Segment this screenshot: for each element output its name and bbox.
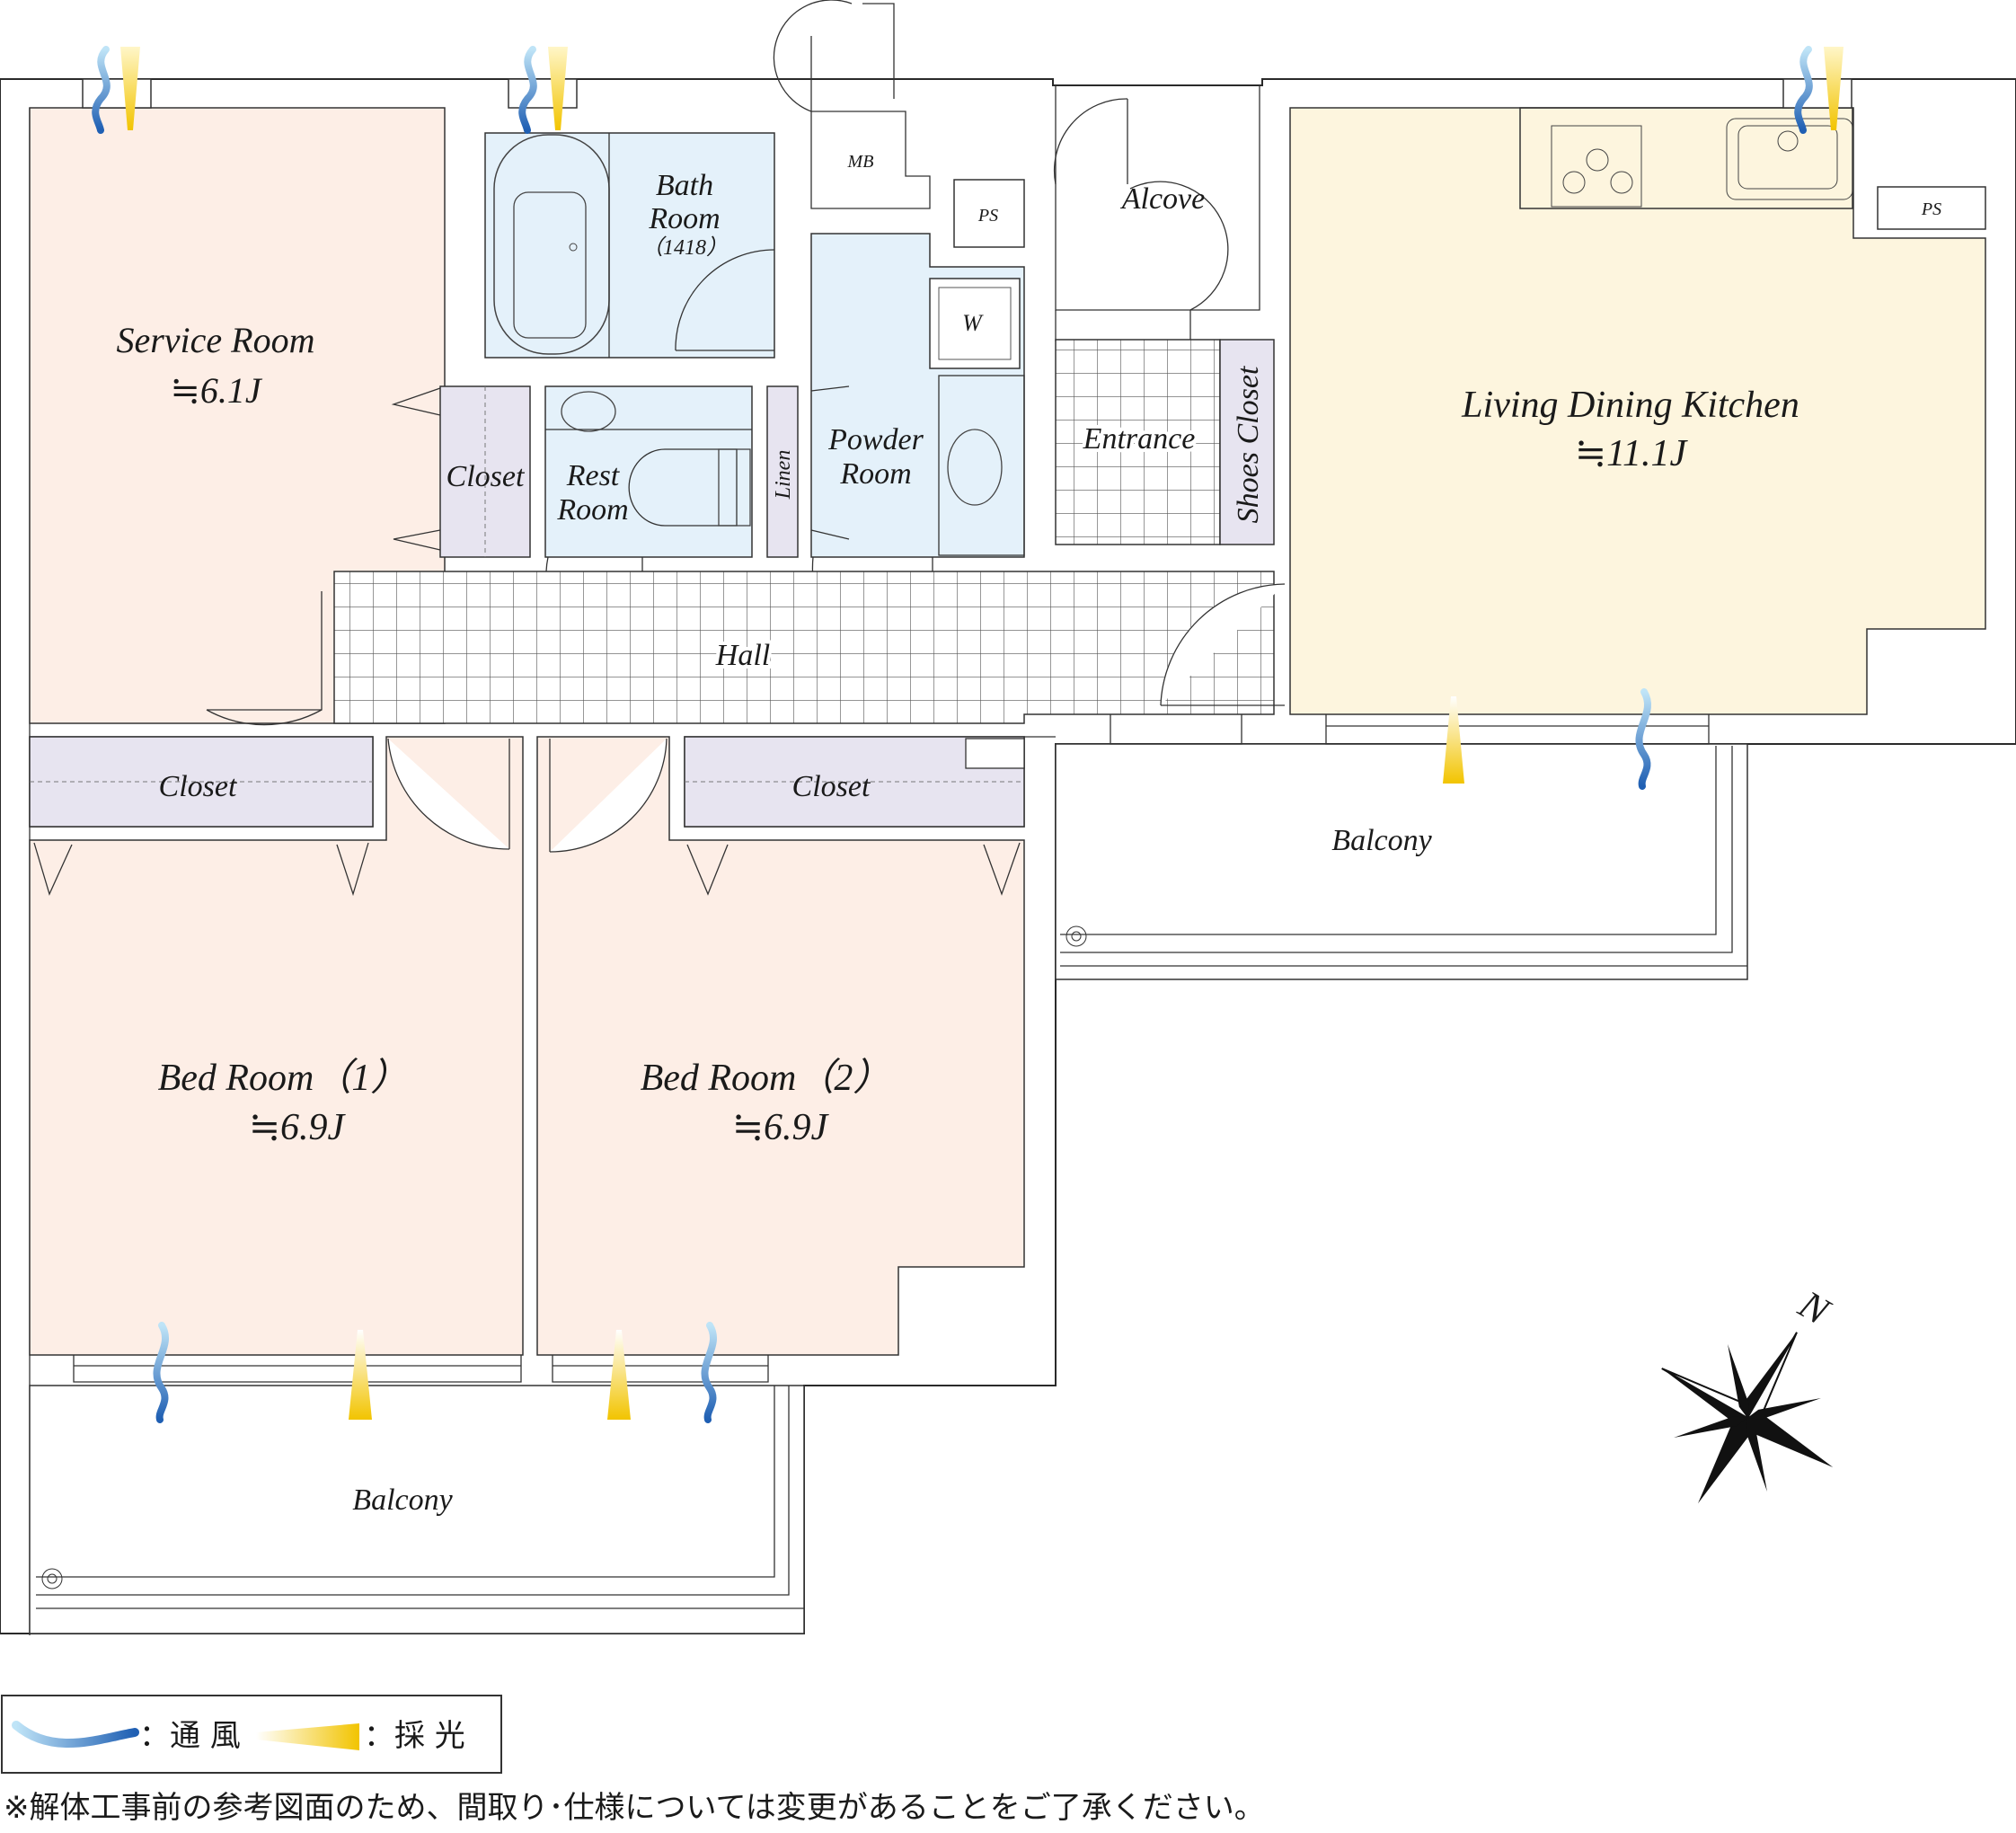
rest-room-label-1: Rest bbox=[566, 459, 621, 492]
powder-room-label-2: Room bbox=[839, 457, 911, 491]
ps-box-top bbox=[953, 179, 1025, 248]
ldk-name: Living Dining Kitchen bbox=[1461, 385, 1799, 426]
bath-room-name-1: Bath bbox=[656, 169, 713, 202]
bed-room-1-name: Bed Room（1） bbox=[158, 1058, 409, 1099]
washer-label: W bbox=[962, 310, 984, 336]
service-room-name: Service Room bbox=[116, 320, 314, 360]
kitchen-sink bbox=[1726, 118, 1853, 200]
hall-label: Hall bbox=[715, 639, 770, 672]
disclaimer: ※解体工事前の参考図面のため、間取り･仕様については変更があることをご了承くださ… bbox=[4, 1790, 1265, 1826]
light-arrows bbox=[120, 47, 1844, 1420]
legend-vent-swatch bbox=[12, 1721, 139, 1748]
legend-ventilation: ：通 風 bbox=[139, 1718, 241, 1754]
rest-room bbox=[544, 385, 753, 558]
service-room-area: ≒6.1J bbox=[170, 370, 263, 411]
balcony-south bbox=[29, 1385, 805, 1634]
powder-room-label-1: Powder bbox=[827, 423, 924, 456]
vent-arrows bbox=[92, 46, 1813, 1423]
toilet bbox=[628, 448, 738, 527]
bath-room-name-2: Room bbox=[648, 202, 720, 235]
washer-box bbox=[929, 278, 1021, 369]
bed-room-2 bbox=[536, 736, 1025, 1356]
shoes-closet-label: Shoes Closet bbox=[1232, 365, 1265, 523]
closet-right-label: Closet bbox=[792, 770, 871, 803]
hall bbox=[333, 571, 1275, 724]
bed-room-2-area: ≒6.9J bbox=[732, 1107, 830, 1148]
bed-room-1-door bbox=[387, 738, 510, 850]
stove bbox=[1551, 125, 1642, 208]
legend-light-swatch bbox=[256, 1723, 359, 1750]
ps-top-label: PS bbox=[977, 206, 998, 226]
mb-box bbox=[810, 111, 931, 209]
bed-room-1 bbox=[29, 736, 524, 1356]
bath-room-size: （1418） bbox=[641, 235, 728, 260]
sink bbox=[561, 391, 616, 432]
balcony-east bbox=[1055, 743, 1748, 980]
hall-entry-door bbox=[1160, 583, 1286, 706]
linen-label: Linen bbox=[772, 450, 795, 500]
legend-box bbox=[1, 1695, 502, 1774]
ps-kitchen-label: PS bbox=[1921, 199, 1941, 219]
legend-lighting: ：採 光 bbox=[364, 1718, 465, 1754]
linen bbox=[766, 385, 799, 558]
mb-label: MB bbox=[847, 152, 874, 172]
living-dining-kitchen bbox=[1289, 107, 1986, 715]
bed-room-2-door bbox=[549, 738, 668, 853]
compass-rose bbox=[1661, 1332, 1834, 1504]
ps-box-kitchen bbox=[1877, 186, 1986, 230]
alcove-label: Alcove bbox=[1120, 182, 1206, 216]
alcove bbox=[1055, 85, 1260, 311]
closet-small-label: Closet bbox=[447, 460, 526, 493]
shoes-closet bbox=[1219, 339, 1275, 545]
service-room-door bbox=[206, 591, 323, 726]
rest-room-label-2: Room bbox=[556, 493, 628, 527]
bed-room-2-name: Bed Room（2） bbox=[641, 1058, 891, 1099]
bath-door bbox=[675, 249, 775, 351]
balcony-south-label: Balcony bbox=[352, 1483, 453, 1517]
bathtub bbox=[493, 134, 610, 355]
balcony-east-label: Balcony bbox=[1331, 824, 1432, 857]
closet-left-label: Closet bbox=[159, 770, 238, 803]
ldk-area: ≒11.1J bbox=[1575, 433, 1689, 474]
entrance bbox=[1055, 339, 1221, 545]
compass-north-label: N bbox=[1791, 1281, 1838, 1334]
entrance-label: Entrance bbox=[1083, 422, 1196, 456]
bed-room-1-area: ≒6.9J bbox=[249, 1107, 347, 1148]
